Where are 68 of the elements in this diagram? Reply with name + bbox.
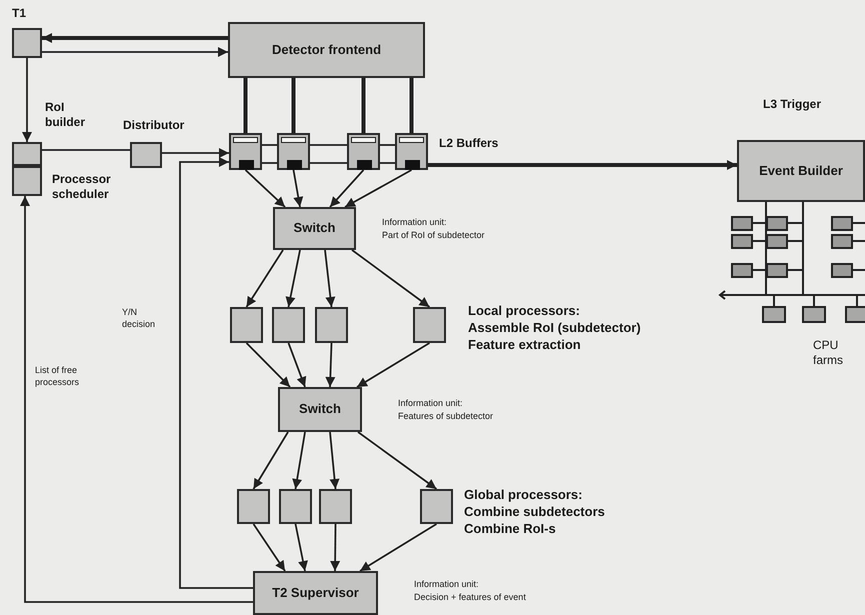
annotation-text: Global processors:: [464, 487, 582, 504]
annotation-text: Decision + features of event: [414, 591, 526, 604]
arrow: [356, 342, 430, 388]
arrow: [162, 148, 229, 158]
node-label: T1: [12, 6, 28, 21]
processor-box: [315, 307, 348, 343]
arrow: [246, 250, 284, 308]
bus-line: [262, 162, 277, 164]
arrow: [246, 342, 291, 388]
processor-box: [319, 489, 352, 524]
arrow: [244, 169, 286, 208]
arrow: [179, 157, 253, 589]
processor-box: [237, 489, 270, 524]
process-box: [228, 22, 425, 78]
arrow: [42, 33, 228, 43]
node-label: Switch: [294, 221, 336, 236]
processor-box: [230, 307, 263, 343]
annotation-text: Information unit:: [382, 216, 447, 229]
annotation-text: Feature extraction: [468, 336, 581, 354]
arrow: [252, 432, 289, 490]
annotation-text: Information unit:: [398, 397, 463, 410]
annotation-text: L2 Buffers: [439, 136, 498, 152]
arrow: [329, 169, 364, 208]
node-label: RoI builder: [45, 100, 86, 130]
buffer-box: [347, 133, 380, 170]
arrow: [42, 47, 228, 57]
text-label: CPU farms: [813, 338, 844, 368]
node-label: Processor scheduler: [52, 172, 112, 202]
arrow: [20, 196, 253, 603]
bus-line: [262, 144, 277, 146]
bus-line: [310, 144, 347, 146]
bus-line: [380, 144, 395, 146]
arrow: [292, 432, 306, 490]
processor-box: [272, 307, 305, 343]
node-label: Detector frontend: [272, 42, 382, 58]
text-label: L3 Trigger: [763, 97, 822, 112]
arrow: [292, 170, 304, 208]
node-label: Switch: [299, 402, 341, 417]
arrow: [329, 432, 340, 490]
node-label: Event Builder: [759, 164, 843, 178]
arrow: [325, 342, 336, 388]
processor-box: [279, 489, 312, 524]
arrow: [344, 169, 412, 208]
annotation-text: Assemble RoI (subdetector): [468, 320, 641, 337]
arrow: [351, 249, 430, 308]
buffer-box: [229, 133, 262, 170]
arrow: [357, 431, 438, 490]
arrow: [294, 524, 308, 572]
bus-line: [310, 162, 347, 164]
annotation-text: Local processors:: [468, 303, 580, 320]
buffer-box: [277, 133, 310, 170]
annotation-text: Combine subdetectors: [464, 504, 605, 521]
arrow: [252, 524, 286, 572]
process-box: [737, 140, 865, 202]
annotation-text: Combine RoI-s: [464, 520, 556, 538]
node-label: T2 Supervisor: [272, 586, 359, 600]
arrow: [286, 250, 301, 308]
arrow: [22, 58, 32, 142]
arrow: [288, 342, 306, 388]
arrow: [324, 250, 336, 308]
arrow: [360, 523, 437, 572]
annotation-text: Information unit:: [414, 578, 479, 591]
bus-line: [380, 162, 395, 164]
arrow: [428, 160, 737, 170]
arrow: [330, 524, 340, 571]
annotation-text: Part of RoI of subdetector: [382, 229, 485, 242]
annotation-text: Features of subdetector: [398, 410, 494, 424]
node-label: Distributor: [123, 118, 186, 133]
